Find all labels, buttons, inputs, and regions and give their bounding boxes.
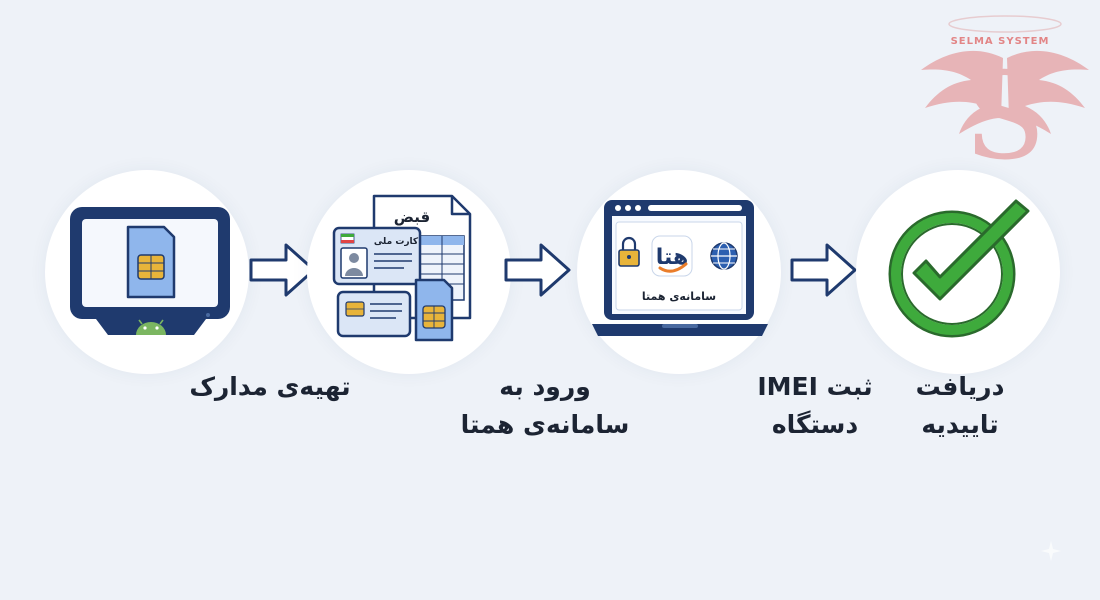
step-4-label-line1: دریافت [915,372,1005,401]
laptop-portal-icon: هتا سامانه‌ی همتا [592,200,768,336]
watermark-text: SELMA SYSTEM [950,36,1050,47]
id-card-title: کارت ملی [374,237,419,247]
step-4-label-line2: تاییدیه [921,410,999,439]
step-2-label-line2: سامانه‌ی همتا [460,410,630,439]
arrow-right-icon [249,243,316,297]
sparkle-icon [1041,541,1061,561]
receipt-title: قبض [394,208,430,226]
arrow-right-icon [504,243,571,297]
step-4-label: دریافت تاییدیه [885,368,1035,444]
portal-caption: سامانه‌ی همتا [642,290,716,303]
arrow-right-icon [790,243,857,297]
step-3-label-line2: دستگاه [771,410,859,439]
documents-icon: قبض کارت ملی [332,194,472,342]
step-2-label-line1: ورود به [499,372,591,401]
watermark-logo: S [921,15,1089,168]
step-3-label: ثبت IMEI دستگاه [730,368,900,444]
step-1-label: تهیه‌ی مدارک [170,368,370,406]
step-3-label-line1: ثبت IMEI [757,372,873,401]
tablet-sim-icon [70,207,230,335]
step-2-label: ورود به سامانه‌ی همتا [445,368,645,444]
watermark-monogram: S [964,48,1046,168]
check-circle-icon [888,199,1030,338]
step-1-label-line1: تهیه‌ی مدارک [189,372,351,401]
